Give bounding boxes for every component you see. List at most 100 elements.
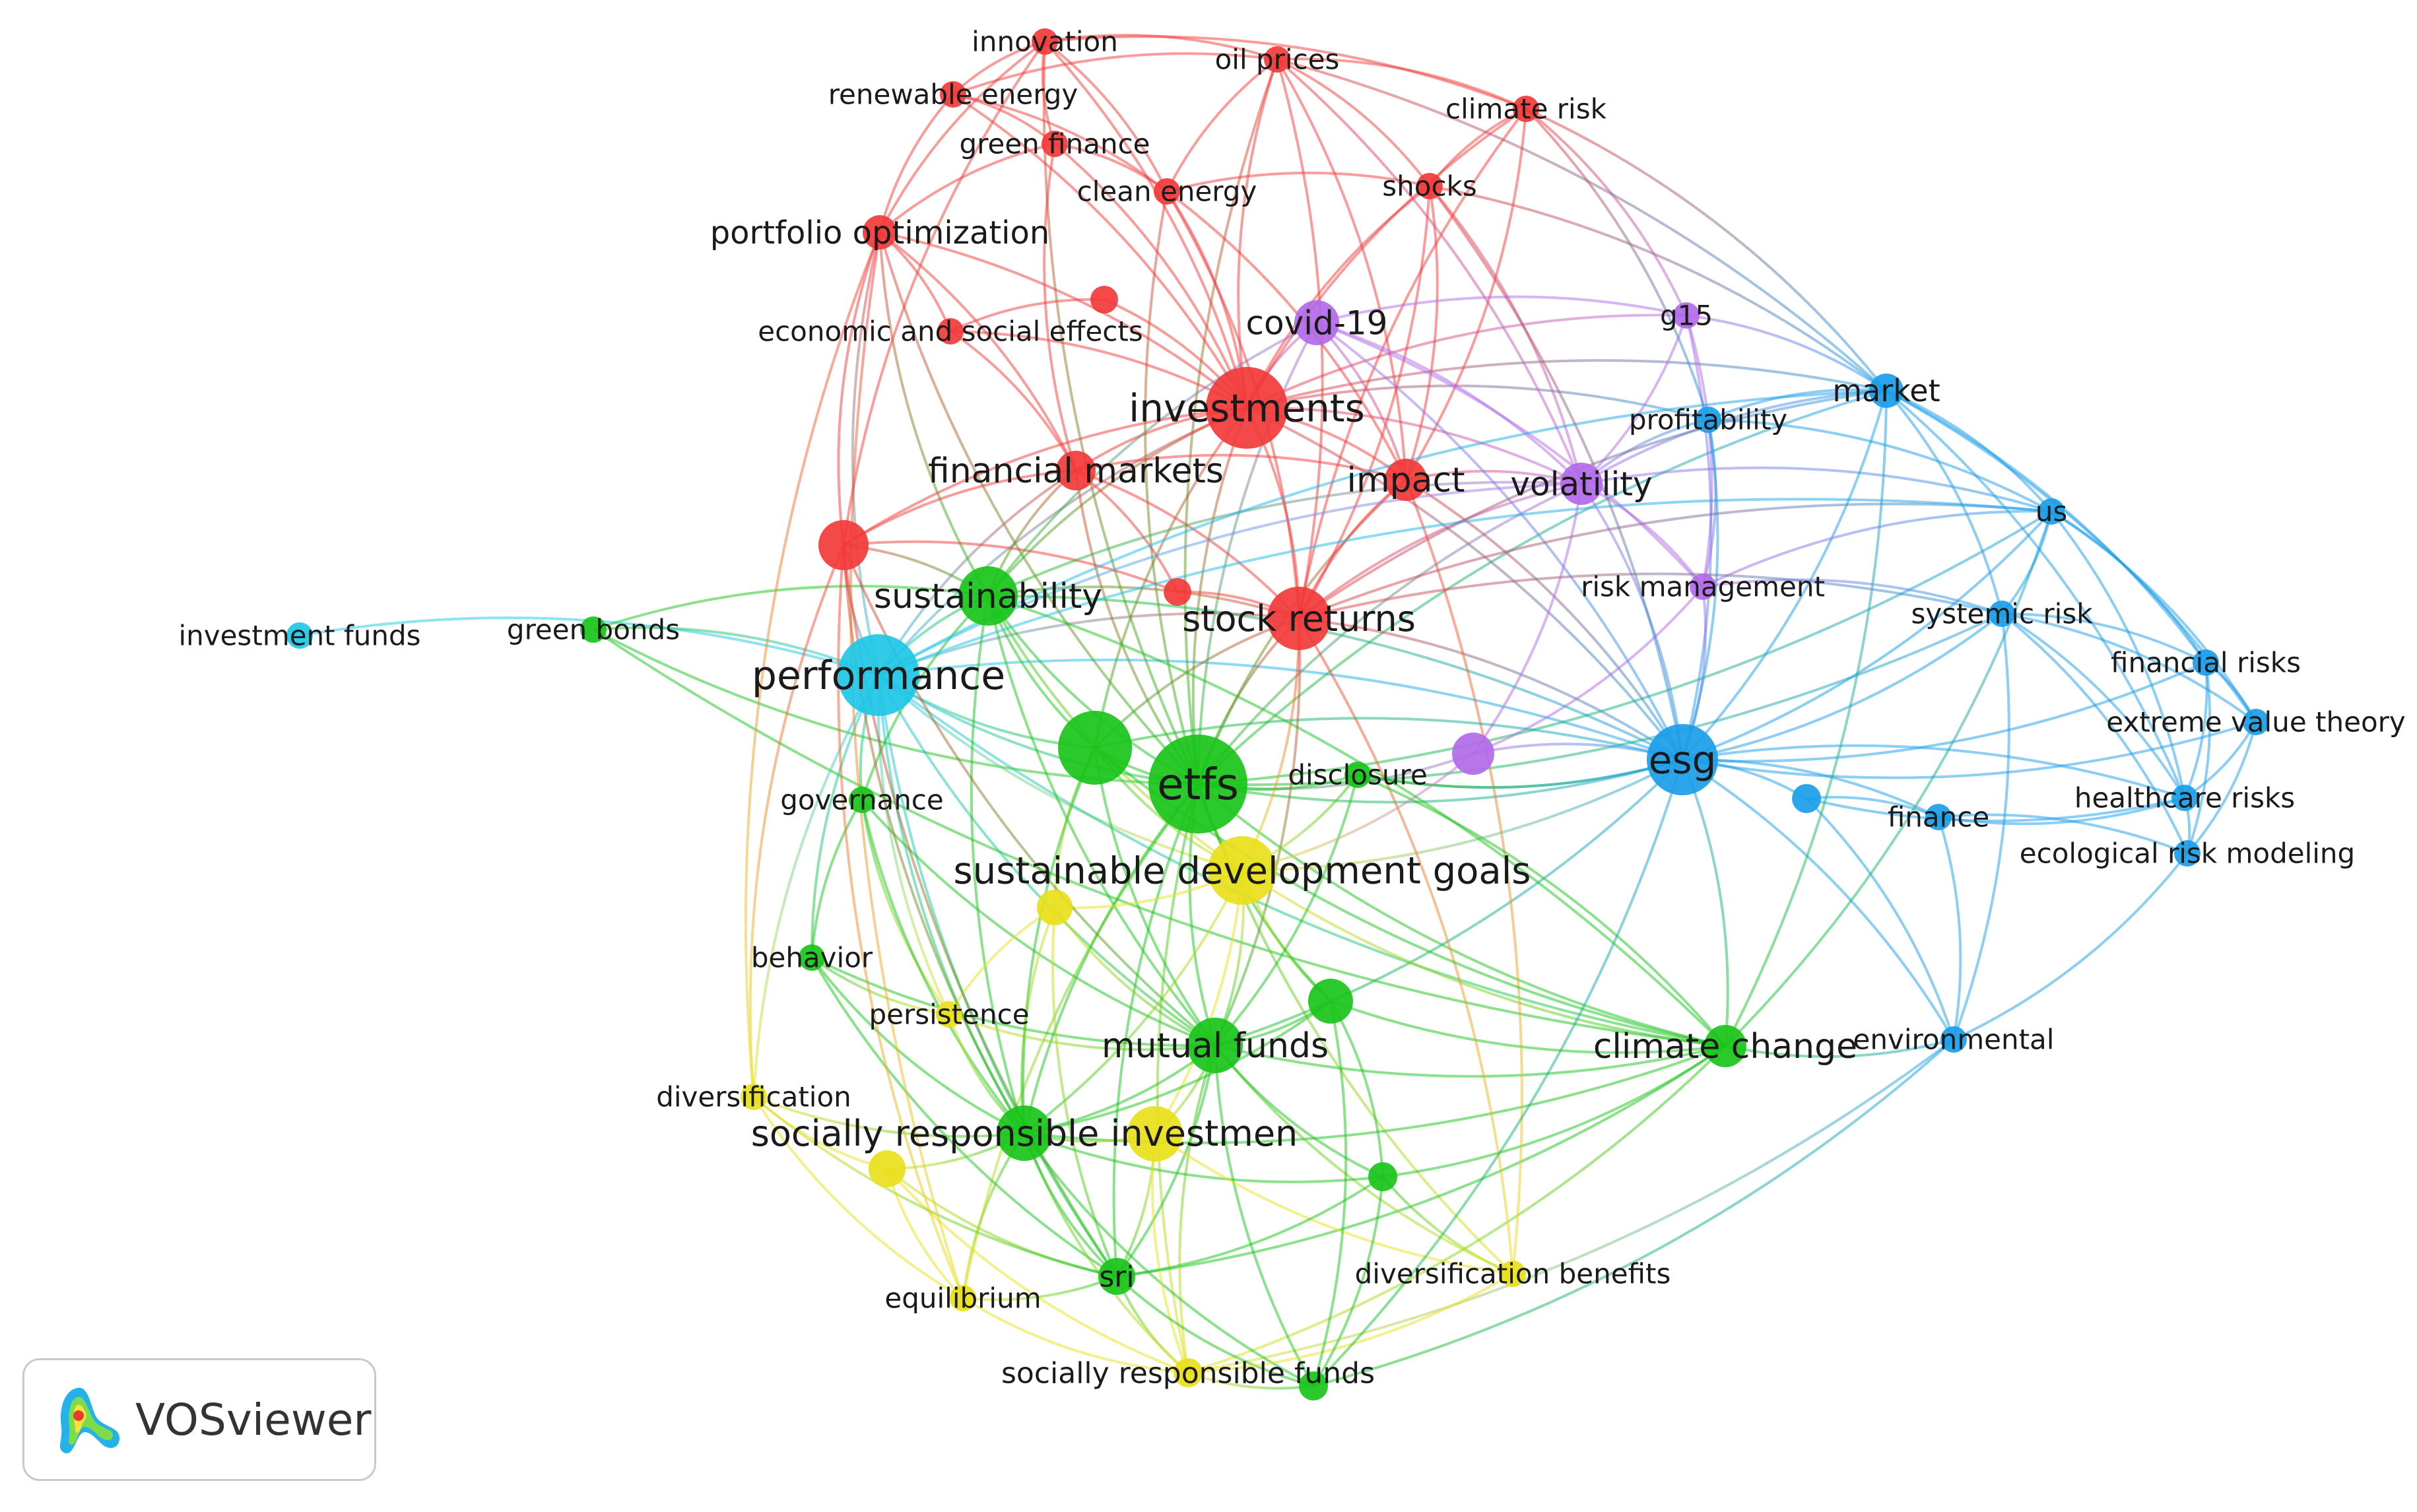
node-sri[interactable] (1098, 1258, 1135, 1295)
label-persistence: persistence (869, 999, 1029, 1031)
link-environmental-socially-responsible-funds (1187, 1038, 1955, 1374)
node-persistence[interactable] (936, 1001, 962, 1028)
node-green-unlabeled-1[interactable] (1058, 711, 1132, 785)
node-ecological-risk-modeling[interactable] (2174, 840, 2201, 867)
node-investment-funds[interactable] (286, 622, 313, 649)
node-impact[interactable] (1385, 459, 1427, 501)
link-performance-persistence (877, 674, 950, 1015)
link-etfs-innovation (1042, 41, 1199, 785)
link-financial-markets-impact (1075, 453, 1407, 481)
node-yellow-unlabeled-2[interactable] (1127, 1106, 1183, 1162)
link-oil-prices-volatility (1276, 58, 1583, 484)
node-sustainability[interactable] (958, 566, 1018, 626)
label-performance: performance (752, 653, 1005, 699)
node-green-unlabeled-2[interactable] (1308, 979, 1353, 1024)
node-financial-risks[interactable] (2193, 649, 2219, 676)
node-red-unlabeled-2[interactable] (818, 520, 869, 570)
link-environmental-ecological-risk-modeling (1953, 852, 2189, 1041)
node-green-bonds[interactable] (580, 616, 607, 643)
label-volatility: volatility (1510, 465, 1652, 504)
link-esg-healthcare-risks (1682, 744, 2185, 799)
label-risk-management: risk management (1581, 571, 1825, 603)
node-shocks[interactable] (1416, 173, 1443, 199)
node-risk-management[interactable] (1690, 574, 1716, 600)
node-performance[interactable] (838, 634, 919, 716)
node-yellow-unlabeled-1[interactable] (1037, 890, 1073, 925)
link-performance-volatility (878, 482, 1582, 676)
label-extreme-value-theory: extreme value theory (2106, 706, 2406, 739)
node-innovation[interactable] (1032, 28, 1058, 55)
link-governance-socially-responsible-investmen (861, 799, 1026, 1134)
link-market-healthcare-risks (1885, 389, 2186, 799)
link-sri-green-unlabeled-3 (1116, 1175, 1384, 1278)
label-oil-prices: oil prices (1215, 44, 1340, 76)
label-ecological-risk-modeling: ecological risk modeling (2020, 838, 2355, 870)
node-g15[interactable] (1673, 302, 1700, 329)
link-governance-mutual-funds (861, 799, 1216, 1047)
node-financial-markets[interactable] (1056, 451, 1096, 490)
node-climate-risk[interactable] (1513, 96, 1539, 122)
node-socially-responsible-investmen[interactable] (997, 1105, 1052, 1161)
node-investments[interactable] (1206, 367, 1288, 449)
node-finance[interactable] (1925, 804, 1952, 830)
node-green-finance[interactable] (1042, 131, 1068, 157)
link-innovation-clean-energy (1043, 40, 1168, 192)
link-mutual-funds-green-unlabeled-4 (1214, 1045, 1315, 1387)
link-financial-risks-ecological-risk-modeling (2186, 662, 2212, 854)
link-market-systemic-risk (1885, 389, 2003, 614)
link-financial-markets-stock-returns (1075, 469, 1300, 620)
node-mutual-funds[interactable] (1187, 1018, 1243, 1073)
label-finance: finance (1888, 801, 1989, 834)
node-clean-energy[interactable] (1154, 178, 1180, 205)
node-disclosure[interactable] (1344, 762, 1371, 788)
link-green-finance-clean-energy (1054, 143, 1168, 193)
node-extreme-value-theory[interactable] (2243, 709, 2269, 735)
node-yellow-unlabeled-3[interactable] (869, 1150, 906, 1187)
node-green-unlabeled-3[interactable] (1368, 1162, 1397, 1191)
node-climate-change[interactable] (1704, 1025, 1746, 1067)
node-blue-unlabeled-1[interactable] (1792, 784, 1821, 813)
node-oil-prices[interactable] (1264, 46, 1290, 73)
node-red-unlabeled-1[interactable] (1090, 286, 1118, 313)
node-diversification[interactable] (741, 1084, 767, 1110)
link-covid-19-esg (1315, 321, 1684, 760)
node-environmental[interactable] (1940, 1026, 1967, 1053)
link-behavior-socially-responsible-investmen (811, 956, 1025, 1134)
node-profitability[interactable] (1695, 407, 1721, 433)
node-equilibrium[interactable] (950, 1285, 976, 1311)
node-stock-returns[interactable] (1267, 587, 1331, 650)
link-sustainability-socially-responsible-investmen (970, 595, 1026, 1134)
link-us-healthcare-risks (2050, 510, 2186, 799)
node-healthcare-risks[interactable] (2171, 785, 2198, 811)
node-us[interactable] (2038, 498, 2065, 525)
node-sustainable-development-goals[interactable] (1208, 836, 1276, 905)
node-esg[interactable] (1647, 724, 1718, 795)
node-economic-and-social-effects[interactable] (937, 318, 964, 345)
link-covid-19-g15 (1316, 295, 1687, 324)
link-oil-prices-market (1276, 58, 1888, 392)
link-stock-returns-us (1298, 502, 2052, 620)
node-behavior[interactable] (799, 944, 825, 971)
vosviewer-wordmark: VOSviewer (135, 1394, 372, 1445)
node-portfolio-optimization[interactable] (863, 215, 897, 249)
node-volatility[interactable] (1560, 463, 1603, 505)
node-market[interactable] (1869, 374, 1904, 408)
node-purple-unlabeled-1[interactable] (1452, 733, 1494, 775)
link-systemic-risk-extreme-value-theory (2001, 612, 2257, 723)
link-purple-unlabeled-1-risk-management (1473, 585, 1704, 755)
node-systemic-risk[interactable] (1989, 601, 2015, 627)
link-renewable-energy-clean-energy (952, 93, 1168, 193)
link-yellow-unlabeled-1-mutual-funds (1053, 906, 1216, 1047)
node-renewable-energy[interactable] (940, 81, 966, 108)
label-clean-energy: clean energy (1077, 176, 1257, 208)
node-covid-19[interactable] (1294, 300, 1339, 345)
link-sustainability-climate-change (987, 595, 1727, 1047)
node-etfs[interactable] (1148, 735, 1247, 834)
label-green-bonds: green bonds (507, 614, 680, 646)
node-governance[interactable] (849, 787, 875, 813)
node-green-unlabeled-4[interactable] (1299, 1371, 1328, 1400)
link-systemic-risk-ecological-risk-modeling (2001, 612, 2189, 854)
node-socially-responsible-funds[interactable] (1174, 1358, 1203, 1387)
node-red-unlabeled-3[interactable] (1164, 578, 1191, 606)
node-diversification-benefits[interactable] (1500, 1261, 1526, 1287)
